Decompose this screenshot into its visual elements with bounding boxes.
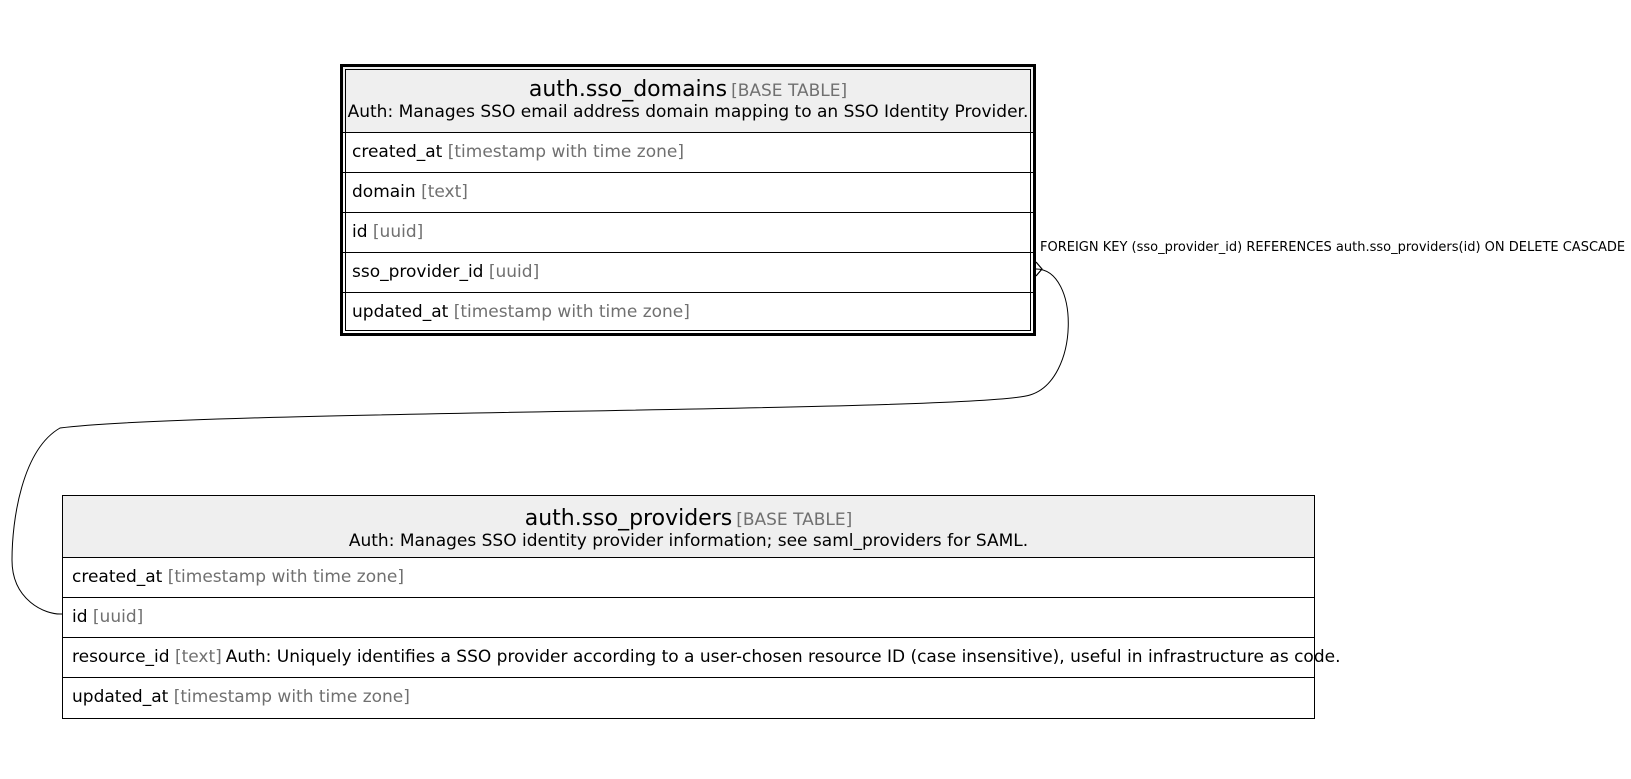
table-description: Auth: Manages SSO email address domain m… [347,102,1029,122]
column-name: sso_provider_id [352,262,484,282]
foreign-key-label: FOREIGN KEY (sso_provider_id) REFERENCES… [1040,240,1626,255]
column-updated-at[interactable]: updated_at [timestamp with time zone] [343,293,1033,333]
table-name: auth.sso_providers [524,506,733,531]
table-name: auth.sso_domains [528,77,728,102]
column-type: [uuid] [488,262,540,282]
column-id[interactable]: id [uuid] [63,598,1314,638]
column-created-at[interactable]: created_at [timestamp with time zone] [343,133,1033,173]
column-type: [timestamp with time zone] [173,687,410,707]
table-header: auth.sso_providers[BASE TABLE] Auth: Man… [63,496,1314,558]
column-created-at[interactable]: created_at [timestamp with time zone] [63,558,1314,598]
crow-foot-marker [1035,261,1043,277]
column-name: id [352,222,368,242]
column-updated-at[interactable]: updated_at [timestamp with time zone] [63,678,1314,718]
column-type: [timestamp with time zone] [447,142,684,162]
column-name: updated_at [352,302,449,322]
column-name: resource_id [72,647,170,667]
table-description: Auth: Manages SSO identity provider info… [348,531,1029,551]
column-description: Auth: Uniquely identifies a SSO provider… [225,647,1341,667]
column-type: [text] [174,647,222,667]
column-id[interactable]: id [uuid] [343,213,1033,253]
column-sso-provider-id[interactable]: sso_provider_id [uuid] [343,253,1033,293]
table-header: auth.sso_domains[BASE TABLE] Auth: Manag… [343,67,1033,133]
table-sso-domains[interactable]: auth.sso_domains[BASE TABLE] Auth: Manag… [340,64,1036,336]
column-type: [uuid] [372,222,424,242]
column-type: [timestamp with time zone] [167,567,404,587]
column-name: domain [352,182,416,202]
column-type: [text] [421,182,468,202]
table-sso-providers[interactable]: auth.sso_providers[BASE TABLE] Auth: Man… [62,495,1341,719]
column-name: created_at [352,142,443,162]
column-name: id [72,607,88,627]
column-type: [uuid] [92,607,144,627]
column-name: updated_at [72,687,169,707]
table-kind: [BASE TABLE] [736,510,853,530]
column-resource-id[interactable]: resource_id [text]Auth: Uniquely identif… [63,638,1341,678]
column-domain[interactable]: domain [text] [343,173,1033,213]
column-type: [timestamp with time zone] [453,302,690,322]
column-name: created_at [72,567,163,587]
foreign-key-edge [11,268,1069,615]
table-kind: [BASE TABLE] [731,81,848,101]
